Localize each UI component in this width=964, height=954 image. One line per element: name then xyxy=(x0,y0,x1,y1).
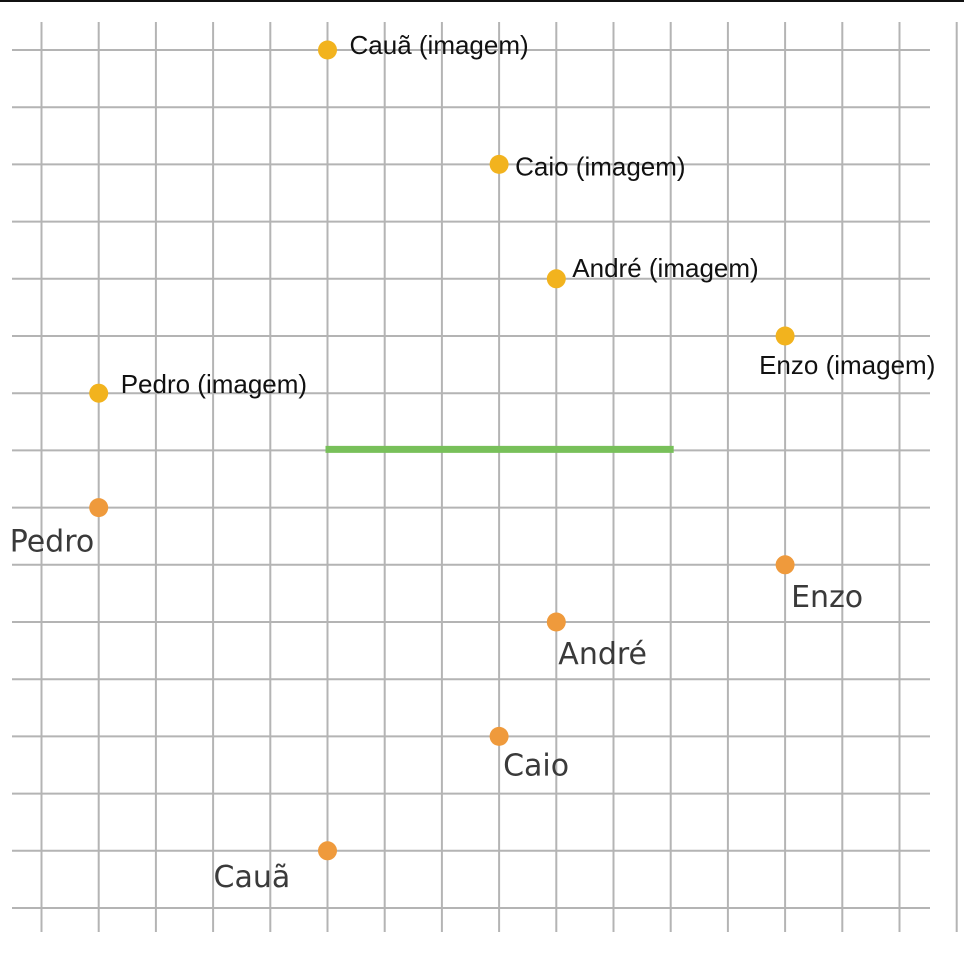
image-point-label: Cauã (imagem) xyxy=(350,30,529,60)
grid-lines xyxy=(12,22,958,932)
image-point-marker xyxy=(489,154,509,174)
image-point-marker xyxy=(546,269,566,289)
image-point-label: André (imagem) xyxy=(572,253,758,283)
original-point-marker xyxy=(546,612,566,632)
image-point-label: Caio (imagem) xyxy=(515,151,686,181)
original-point-marker xyxy=(489,726,509,746)
original-point-label: Cauã xyxy=(214,860,291,895)
original-point-marker xyxy=(89,498,109,518)
original-point-label: Pedro xyxy=(10,525,95,560)
original-point-marker xyxy=(318,841,337,861)
image-point-marker xyxy=(318,40,337,60)
image-point-label: Enzo (imagem) xyxy=(759,350,935,380)
top-border xyxy=(0,0,964,2)
image-point-label: Pedro (imagem) xyxy=(121,369,307,399)
original-point-label: André xyxy=(558,637,647,672)
original-point-marker xyxy=(775,555,795,575)
original-point-label: Caio xyxy=(503,748,569,783)
image-points: Cauã (imagem) Caio (imagem) André (imagem)… xyxy=(89,30,935,403)
original-point-label: Enzo xyxy=(791,580,863,615)
image-point-marker xyxy=(89,383,109,403)
image-point-marker xyxy=(775,326,795,346)
